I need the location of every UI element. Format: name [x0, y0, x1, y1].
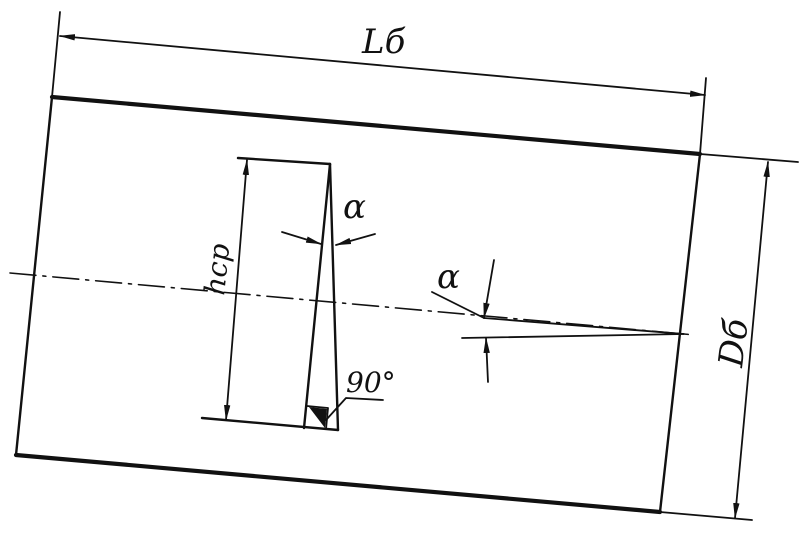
diameter-dimension-line [733, 161, 770, 519]
slot-bottom-edge [200, 416, 340, 432]
right-angle-label: 90° [346, 366, 396, 399]
body-bottom-edge [13, 452, 663, 515]
body-left-edge [14, 95, 54, 457]
taper-line-lower [461, 333, 685, 339]
diameter-extension-top [699, 153, 799, 163]
height-dimension-line [224, 159, 249, 421]
angle-right-leader [431, 291, 485, 319]
diameter-extension-bottom [659, 511, 753, 521]
center-axis-line [9, 272, 696, 336]
angle-top-label: α [343, 187, 366, 227]
diameter-label: Dб [711, 316, 757, 370]
length-dimension-line [59, 34, 706, 97]
taper-line-upper [483, 317, 685, 335]
angle-right-arrow-top [483, 259, 495, 319]
body-top-edge [49, 94, 703, 157]
right-angle-fill [309, 407, 327, 428]
length-label: Lб [361, 22, 406, 62]
length-extension-left [51, 11, 61, 98]
right-angle-leader [325, 397, 384, 421]
angle-right-arrow-bottom [483, 337, 490, 383]
height-label: hср [198, 242, 236, 297]
right-angle-mark [306, 405, 329, 430]
length-extension-right [699, 77, 707, 155]
slot-top-edge [236, 156, 332, 166]
angle-right-label: α [437, 257, 460, 297]
slot-left-side [302, 162, 332, 430]
slot-right-side [328, 162, 340, 432]
angle-top-arrow-right [335, 233, 376, 246]
angle-top-arrow-left [281, 231, 322, 245]
